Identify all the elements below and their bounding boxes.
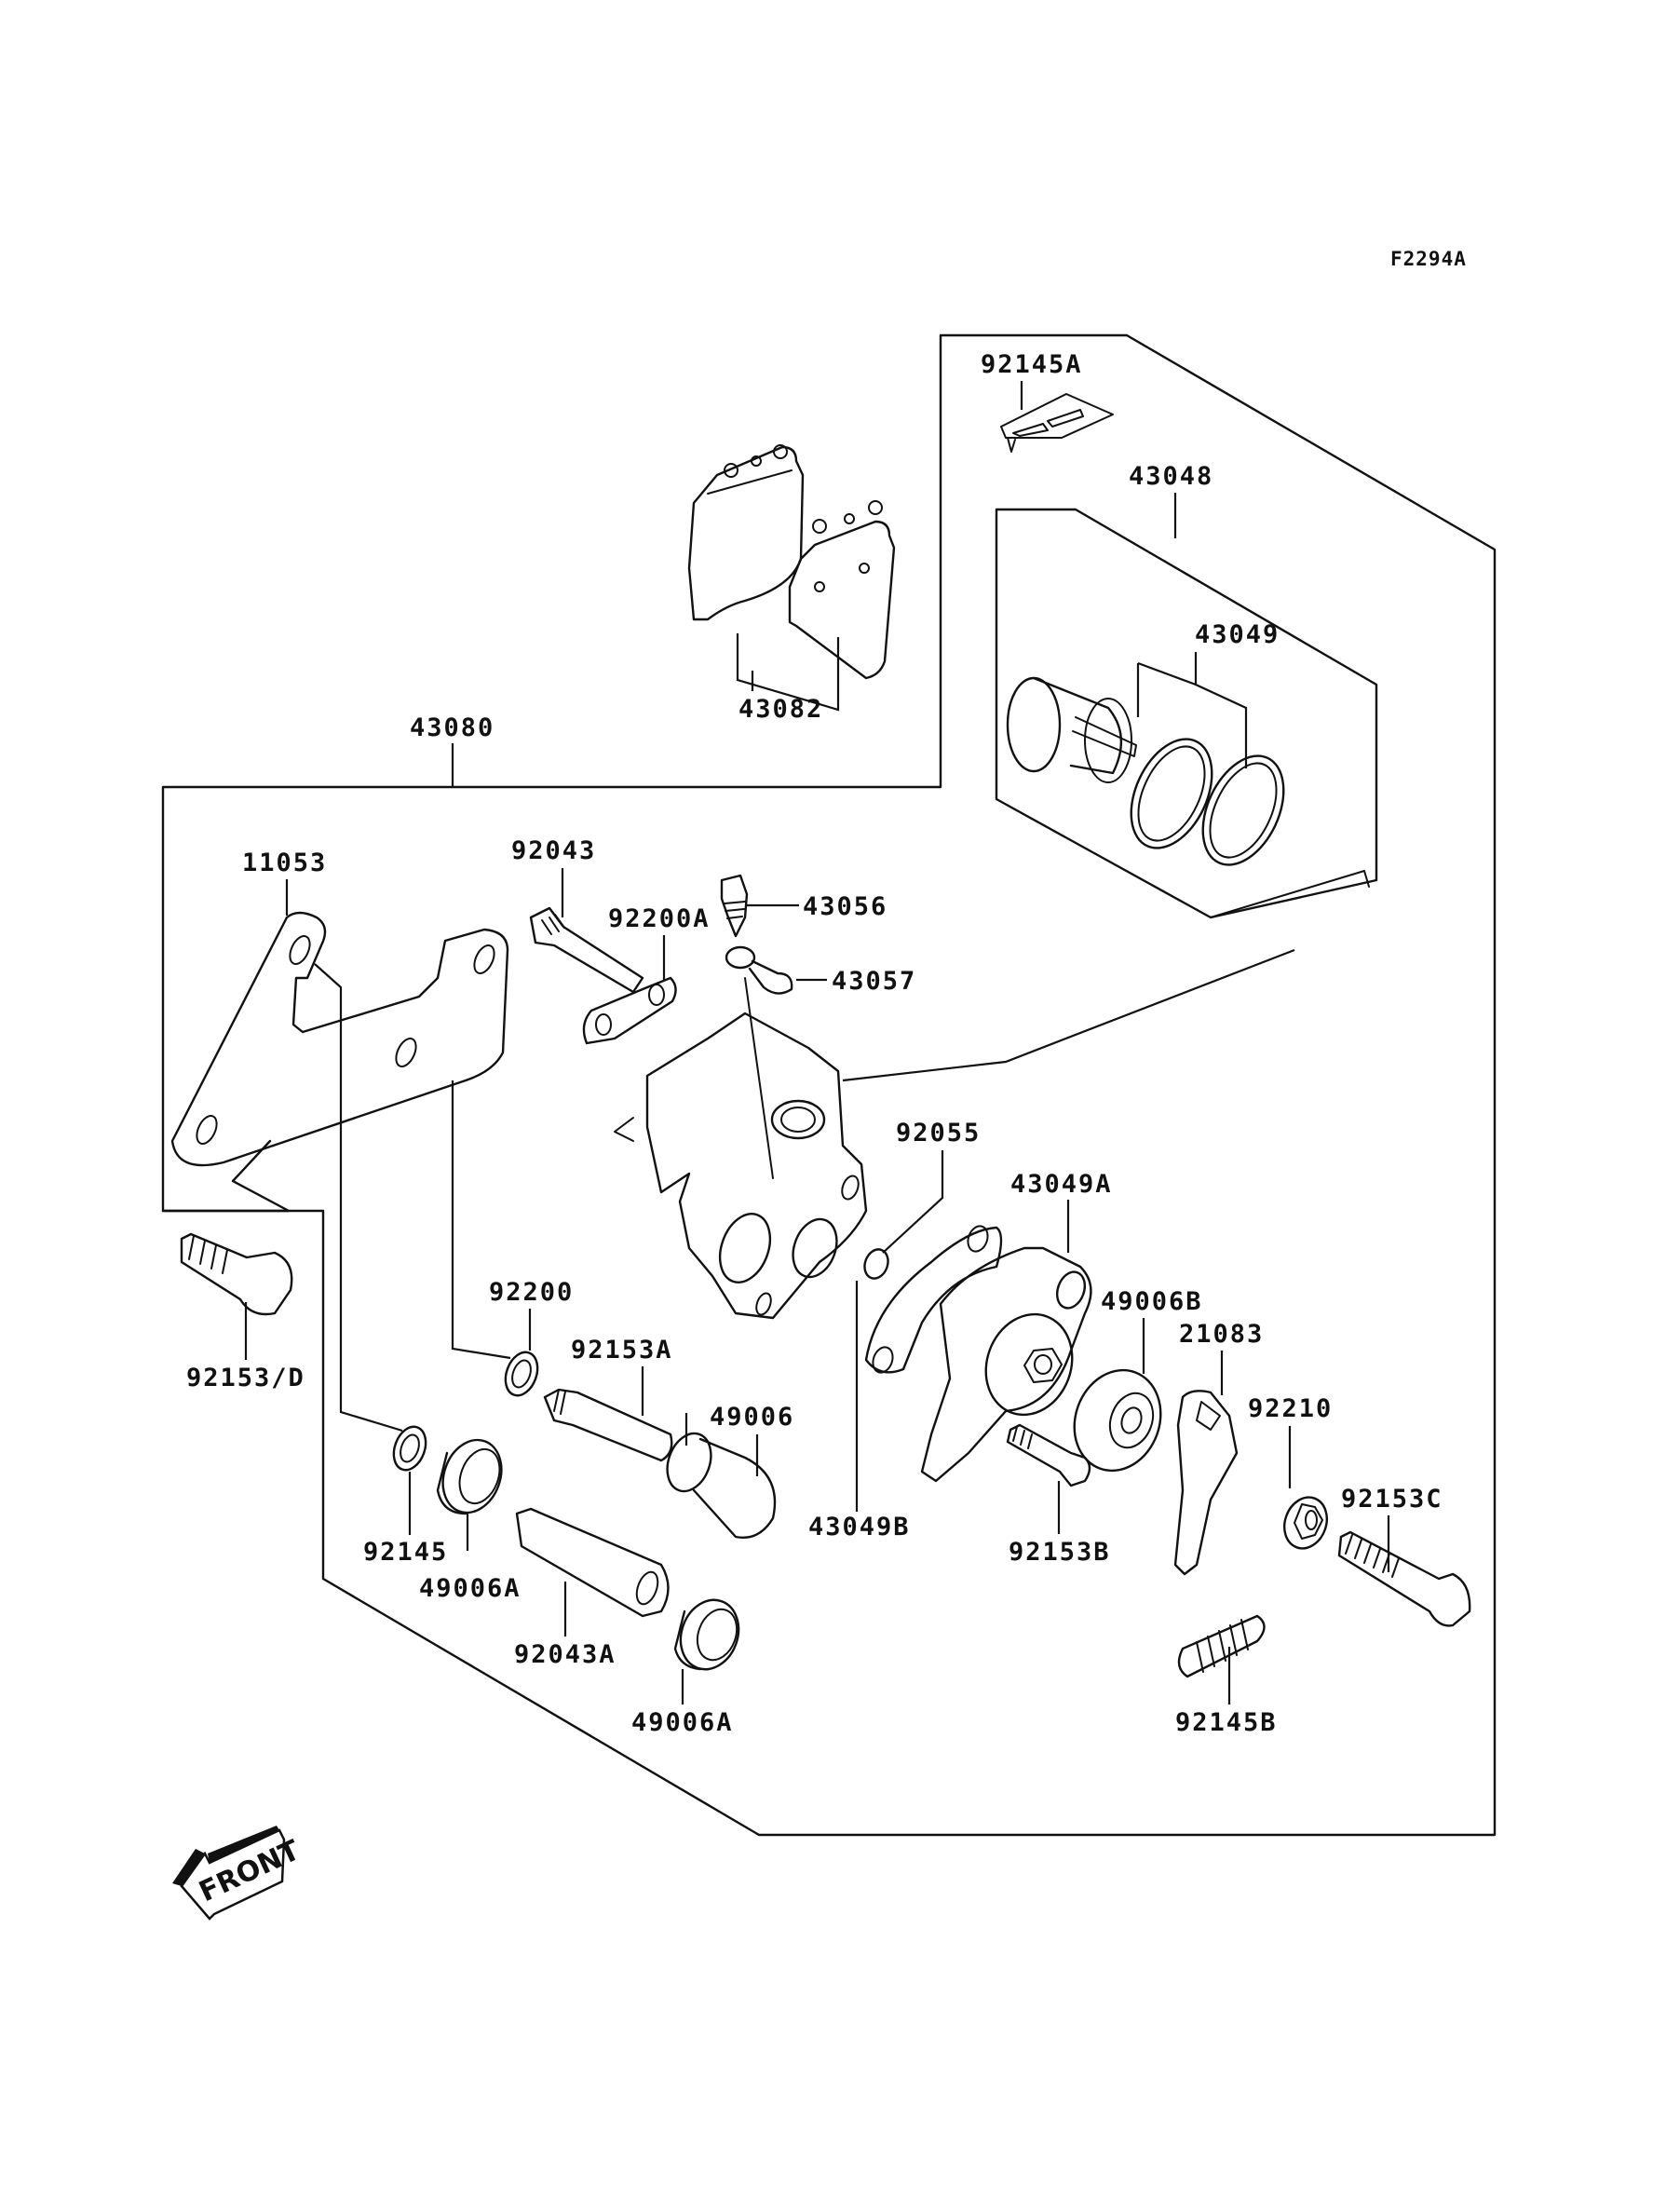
label-92210: 92210	[1248, 1394, 1333, 1423]
label-43082: 43082	[738, 695, 823, 724]
bolt-92153D-drawing	[180, 1232, 293, 1316]
spring-92145B-drawing	[1177, 1614, 1266, 1678]
label-92153B: 92153B	[1009, 1538, 1111, 1567]
label-92153D: 92153/D	[186, 1364, 305, 1392]
pin-92043-drawing	[529, 906, 644, 994]
bracket-11053-drawing	[170, 911, 509, 1167]
cam-lever-43049A-drawing	[920, 1246, 1092, 1483]
spring-washer-92145-drawing	[392, 1425, 427, 1472]
label-92153A: 92153A	[571, 1336, 673, 1365]
front-arrow-icon: FRONT	[172, 1826, 305, 1921]
label-43049A: 43049A	[1010, 1170, 1113, 1199]
label-49006: 49006	[710, 1403, 794, 1432]
bleeder-cap-43057-drawing	[725, 945, 793, 995]
label-92145B: 92145B	[1175, 1708, 1278, 1737]
label-92200A: 92200A	[608, 904, 711, 933]
caliper-body-drawing	[614, 977, 868, 1320]
gasket-43049B-drawing	[864, 1225, 1003, 1374]
washer-92200-drawing	[504, 1351, 539, 1397]
bolt-92153C-drawing	[1337, 1530, 1471, 1627]
label-43049: 43049	[1195, 620, 1280, 649]
plate-92200A-drawing	[582, 976, 677, 1045]
label-43080: 43080	[410, 713, 495, 742]
spring-pad-92145A-drawing	[1000, 393, 1114, 453]
label-92055: 92055	[896, 1119, 981, 1148]
label-49006A-second: 49006A	[631, 1708, 734, 1737]
label-43049B: 43049B	[808, 1513, 911, 1541]
bleeder-43056-drawing	[720, 874, 749, 938]
boot-49006A-drawing	[436, 1438, 503, 1515]
label-49006B: 49006B	[1101, 1287, 1203, 1316]
figure-id: F2294A	[1390, 248, 1467, 270]
piston-43048-drawing	[1006, 676, 1137, 783]
label-43048: 43048	[1129, 462, 1213, 491]
seals-43049-drawing	[1130, 738, 1285, 866]
bolt-92153B-drawing	[1006, 1423, 1091, 1487]
boot-49006B-drawing	[1073, 1368, 1162, 1473]
assembly-boundary-43048	[995, 508, 1378, 919]
leader-lines	[244, 381, 1390, 1704]
label-92145A: 92145A	[981, 350, 1083, 379]
label-92043A: 92043A	[514, 1640, 616, 1669]
lever-21083-drawing	[1173, 1390, 1239, 1576]
assembly-boundary-43080	[161, 333, 1497, 1837]
label-21083: 21083	[1179, 1320, 1264, 1349]
nut-92210-drawing	[1283, 1496, 1328, 1550]
label-11053: 11053	[242, 849, 327, 877]
label-92200: 92200	[489, 1278, 574, 1307]
o-ring-92055-drawing	[863, 1248, 889, 1280]
boot-49006A-second-drawing	[673, 1598, 740, 1671]
label-92043: 92043	[511, 836, 596, 865]
label-49006A: 49006A	[419, 1574, 522, 1603]
label-43057: 43057	[832, 967, 916, 996]
label-92145: 92145	[363, 1538, 448, 1567]
bolt-92153A-drawing	[543, 1388, 673, 1462]
label-92153C: 92153C	[1341, 1485, 1443, 1514]
brake-pads-43082-drawing	[687, 444, 896, 680]
pin-92043A-drawing	[515, 1507, 670, 1618]
label-43056: 43056	[803, 892, 887, 921]
